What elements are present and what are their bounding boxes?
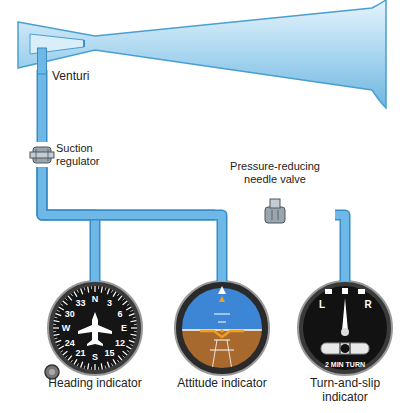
part-label: Attitude indicator: [172, 377, 272, 391]
vacuum-tube: [335, 215, 345, 281]
compass-mark: 24: [65, 338, 75, 347]
attitude-indicator-dial: [175, 281, 269, 375]
vacuum-tube: [42, 167, 222, 281]
compass-mark: 6: [118, 309, 123, 318]
venturi: Venturi: [36, 70, 89, 84]
turn-and-slip-indicator: Turn-and-slip indicator: [295, 281, 395, 405]
heading-indicator-dial: [45, 281, 142, 379]
compass-mark: S: [92, 353, 98, 362]
turn-and-slip-dial: [298, 281, 392, 375]
vacuum-tube: [42, 167, 95, 281]
vacuum-tube: [42, 167, 215, 215]
attitude-indicator: Attitude indicator: [172, 281, 272, 391]
compass-mark: 3: [107, 298, 112, 307]
part-label: Turn-and-slip indicator: [295, 377, 395, 405]
part-label: Suction regulator: [56, 142, 126, 167]
compass-mark: 12: [115, 338, 125, 347]
compass-mark: W: [62, 324, 71, 333]
needle-valve-symbol: [265, 199, 285, 223]
compass-mark: 15: [104, 349, 114, 358]
compass-mark: 21: [75, 349, 85, 358]
part-label: Heading indicator: [45, 377, 145, 391]
part-label: Pressure-reducing needle valve: [215, 160, 335, 185]
turn-direction-mark: L: [319, 300, 325, 310]
vacuum-tube: [42, 70, 43, 142]
compass-mark: 30: [65, 309, 75, 318]
compass-mark: 33: [75, 298, 85, 307]
part-label: Venturi: [52, 70, 89, 84]
venturi-throat: [83, 40, 85, 47]
suction-regulator: Suction regulator: [30, 142, 126, 167]
venturi-outlet: [38, 48, 47, 74]
instrument-legend: 2 MIN TURN: [325, 361, 365, 368]
turn-direction-mark: R: [364, 300, 371, 310]
venturi-body: [18, 0, 386, 108]
compass-mark: N: [92, 295, 99, 304]
compass-mark: E: [121, 324, 127, 333]
needle-valve: Pressure-reducing needle valve: [215, 160, 335, 221]
suction-regulator-symbol: [30, 147, 54, 163]
